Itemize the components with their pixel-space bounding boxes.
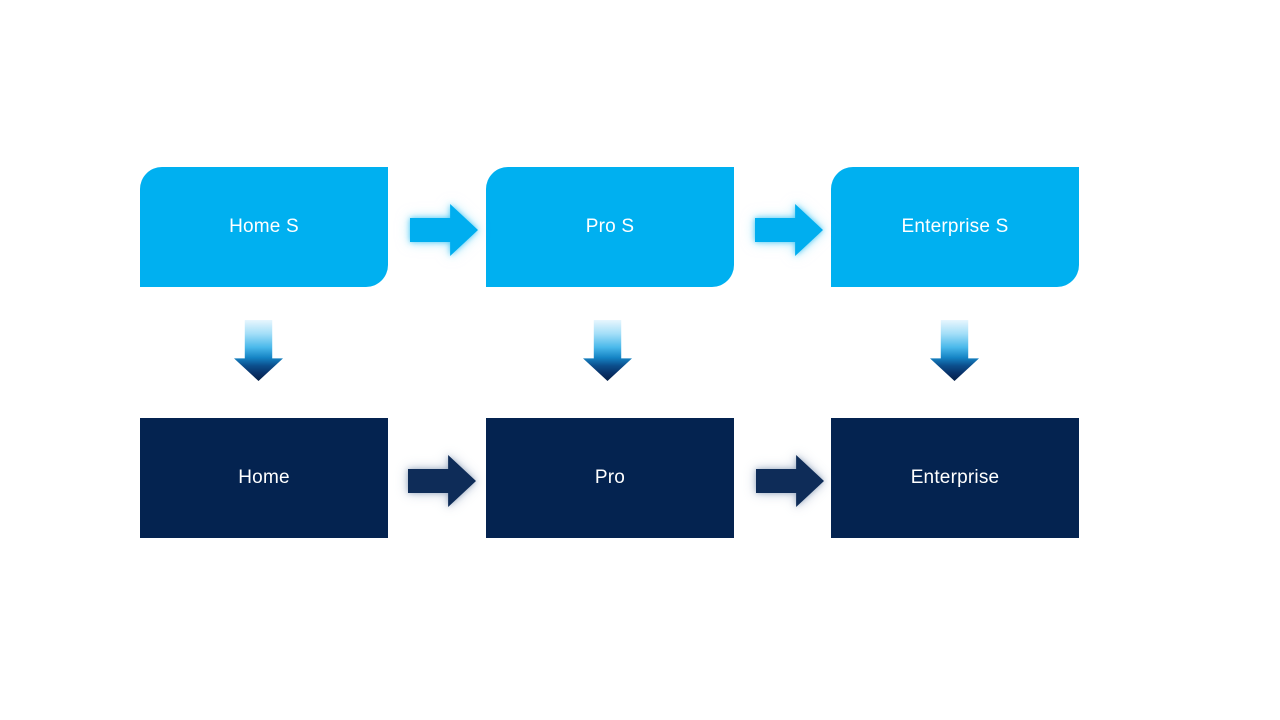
right-arrow-icon [410,204,478,256]
right-arrow-shape [756,455,824,507]
box-enterprise: Enterprise [831,418,1079,538]
down-arrow-icon [583,320,632,381]
down-arrow-shape [583,320,632,381]
box-enterprise-label: Enterprise [910,467,1000,488]
box-home-label: Home [238,467,290,488]
box-home-s: Home S [140,167,388,287]
right-arrow-icon [756,455,824,507]
down-arrow-shape [234,320,283,381]
right-arrow-shape [410,204,478,256]
box-enterprise-s: Enterprise S [831,167,1079,287]
right-arrow-icon [408,455,476,507]
box-enterprise-s-label: Enterprise S [901,216,1009,237]
box-home: Home [140,418,388,538]
right-arrow-icon [755,204,823,256]
down-arrow-shape [930,320,979,381]
box-pro-label: Pro [594,467,626,488]
box-home-s-label: Home S [229,216,299,237]
down-arrow-icon [234,320,283,381]
box-pro: Pro [486,418,734,538]
down-arrow-icon [930,320,979,381]
right-arrow-shape [755,204,823,256]
box-pro-s-label: Pro S [585,216,635,237]
right-arrow-shape [408,455,476,507]
box-pro-s: Pro S [486,167,734,287]
